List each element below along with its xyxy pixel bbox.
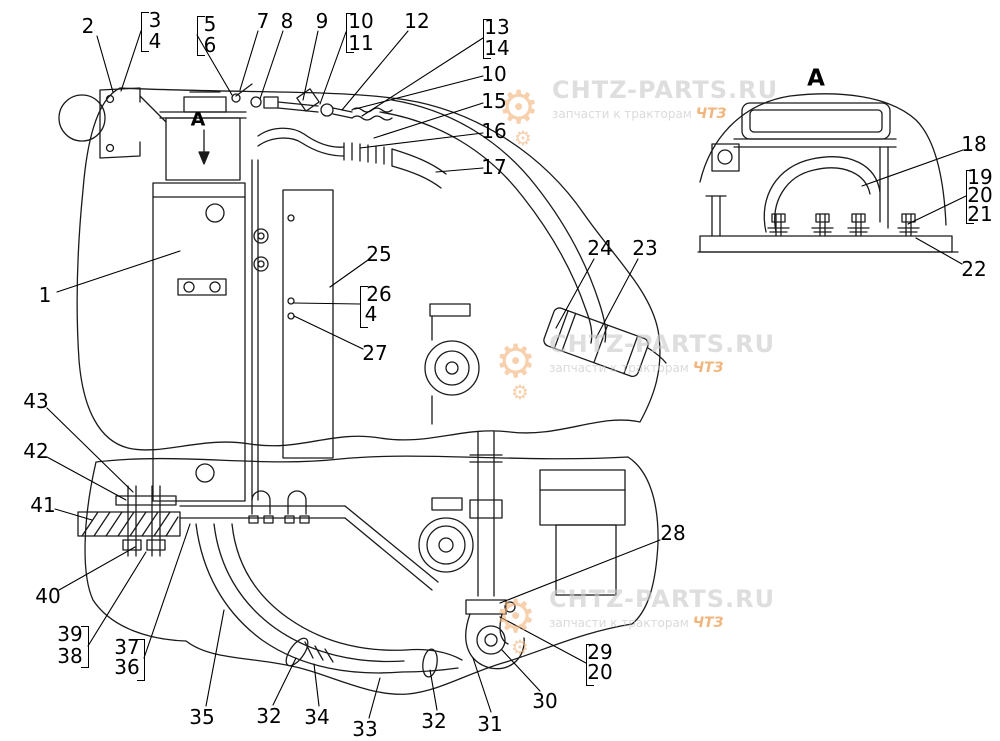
leader-lines	[46, 30, 967, 719]
pipe-clamp-elbow	[465, 599, 525, 670]
mid-pulley	[424, 303, 480, 425]
lower-pulley	[418, 497, 474, 573]
canister	[159, 91, 247, 181]
curved-pipes	[195, 523, 463, 678]
left-round-part	[58, 94, 106, 142]
inset-studs	[767, 213, 920, 237]
frame-channel	[77, 511, 181, 537]
inset-view-a	[697, 93, 959, 253]
clamp-hardware	[115, 485, 177, 557]
vertical-pipe	[469, 431, 503, 597]
drain-valve	[231, 83, 393, 121]
view-arrow	[198, 129, 210, 165]
engine-upper-outline	[76, 87, 661, 451]
engine-lower-outline	[84, 455, 659, 695]
heater-tank	[152, 182, 269, 502]
main-hose	[379, 99, 667, 378]
heater-hoses	[257, 127, 447, 189]
side-panel	[282, 189, 334, 459]
mounting-rails	[179, 490, 439, 591]
